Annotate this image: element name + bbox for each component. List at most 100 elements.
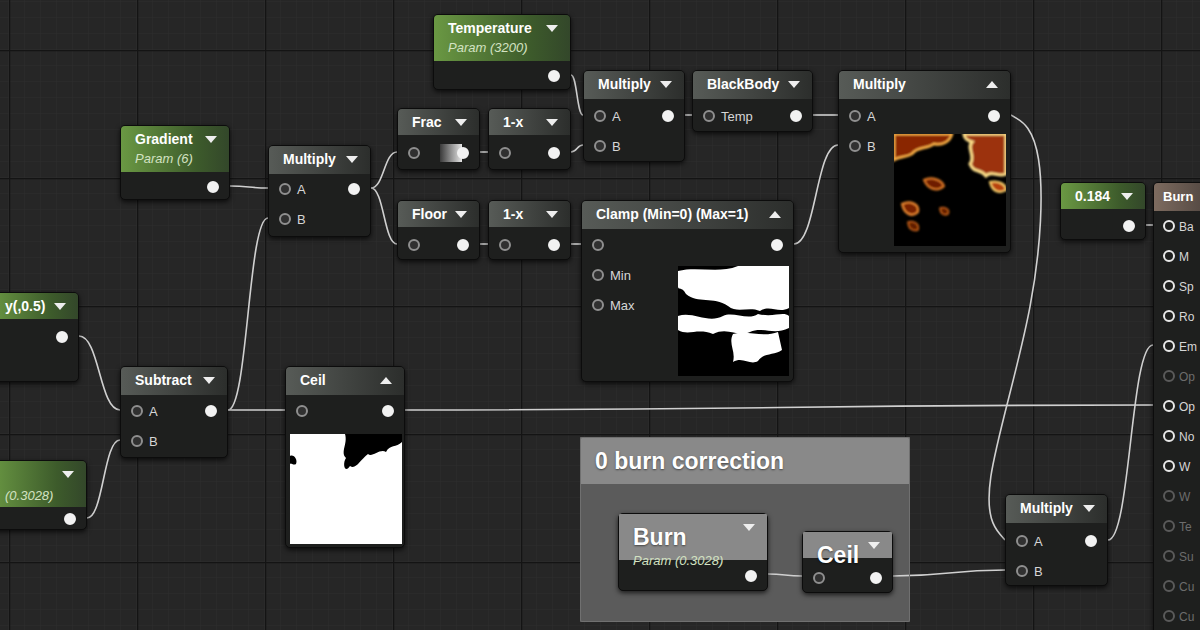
pin-label: B	[149, 433, 158, 451]
expression-node: SubtractAB	[120, 366, 228, 458]
expression-node: MultiplyAB	[838, 70, 1011, 253]
expression-node: Ceil	[285, 366, 405, 548]
input-pin-row: Em	[1154, 337, 1200, 355]
input-pin-row: B	[584, 137, 684, 155]
pin-label: M	[1179, 248, 1189, 266]
wire	[685, 114, 692, 116]
input-pin	[1163, 280, 1175, 292]
node-title: Burn	[633, 524, 687, 550]
input-pin-row: Te	[1154, 517, 1200, 535]
wire	[1146, 224, 1153, 226]
pin-label: Ba	[1179, 218, 1194, 236]
expression-node: Floor	[397, 200, 480, 260]
input-pin-row: Su	[1154, 547, 1200, 565]
expression-node: 1-x	[488, 200, 571, 260]
pin-label: Cu	[1179, 608, 1194, 626]
wire	[230, 186, 268, 188]
input-pin	[499, 147, 511, 159]
pin-label: Temp	[721, 108, 753, 126]
node-subtitle: (0.3028)	[5, 487, 53, 504]
wire	[571, 243, 581, 245]
wire	[228, 409, 285, 411]
pin-label: Ro	[1179, 308, 1194, 326]
expression-node: MultiplyAB	[268, 145, 371, 237]
input-pin	[408, 239, 420, 251]
output-pin	[348, 183, 360, 195]
node-header: Subtract	[121, 367, 227, 395]
node-title: 0 burn correction	[595, 448, 784, 474]
pin-label: B	[612, 138, 621, 156]
input-pin-row: M	[1154, 247, 1200, 265]
expression-node: MultiplyAB	[583, 70, 685, 162]
input-pin	[1163, 520, 1175, 532]
output-pin	[207, 181, 219, 193]
parameter-node: 0.184	[1060, 182, 1146, 240]
output-pin	[548, 147, 560, 159]
wire	[405, 405, 1153, 410]
parameter-node: TemperatureParam (3200)	[433, 14, 571, 90]
wire	[87, 440, 120, 518]
pin-label: Max	[610, 297, 635, 315]
node-title: Ceil	[300, 372, 326, 389]
pin-label: A	[612, 108, 621, 126]
input-pin	[1163, 400, 1175, 412]
input-pin	[1163, 310, 1175, 322]
input-pin-row: B	[121, 432, 227, 450]
pin-label: Te	[1179, 518, 1192, 536]
expression-node: MultiplyAB	[1005, 494, 1108, 586]
input-pin	[131, 435, 143, 447]
dropdown-arrow	[62, 471, 74, 478]
wire	[794, 145, 838, 244]
pin-label: Su	[1179, 548, 1194, 566]
pin-label: W	[1179, 488, 1190, 506]
input-pin	[499, 239, 511, 251]
parameter-node: GradientParam (6)	[120, 125, 230, 200]
input-pin	[703, 110, 715, 122]
input-pin-row: Ro	[1154, 307, 1200, 325]
input-pin-row	[582, 236, 793, 254]
node-header: BurnParam (0.3028)	[619, 514, 767, 560]
pin-label: A	[867, 108, 876, 126]
input-pin	[1016, 535, 1028, 547]
node-title: BlackBody	[707, 76, 779, 93]
input-pin	[592, 269, 604, 281]
input-pin-row: B	[269, 210, 370, 228]
dropdown-arrow	[986, 81, 998, 88]
input-pin-row: No	[1154, 427, 1200, 445]
output-pin	[870, 572, 882, 584]
node-title: 1-x	[503, 206, 523, 223]
input-pin-row: Op	[1154, 367, 1200, 385]
output-pin	[457, 147, 469, 159]
dropdown-arrow	[1121, 193, 1133, 200]
node-subtitle: Param (0.3028)	[633, 552, 723, 569]
node-title: y(,0.5)	[5, 298, 45, 315]
comment-fill	[580, 437, 910, 622]
input-pin	[594, 110, 606, 122]
expression-node: Ceil	[802, 531, 893, 593]
input-pin	[592, 299, 604, 311]
node-subtitle: Param (3200)	[448, 39, 527, 56]
input-pin	[594, 140, 606, 152]
input-pin	[1163, 580, 1175, 592]
pin-label: W	[1179, 458, 1190, 476]
wire	[768, 574, 802, 576]
pin-label: No	[1179, 428, 1194, 446]
dropdown-arrow	[455, 211, 467, 218]
texture-preview	[678, 266, 789, 376]
output-pin	[662, 110, 674, 122]
input-pin-row: Ba	[1154, 217, 1200, 235]
output-pin	[745, 570, 757, 582]
node-header: Multiply	[839, 71, 1010, 99]
expression-node: BlackBodyTemp	[692, 70, 813, 132]
input-pin	[1163, 370, 1175, 382]
dropdown-arrow	[54, 303, 66, 310]
input-pin	[1163, 220, 1175, 232]
wire	[571, 145, 583, 152]
pin-label: B	[297, 211, 306, 229]
input-pin	[592, 239, 604, 251]
node-title: Temperature	[448, 20, 532, 37]
wire	[371, 152, 397, 188]
output-pin	[548, 239, 560, 251]
output-pin	[382, 405, 394, 417]
dropdown-arrow	[380, 377, 392, 384]
